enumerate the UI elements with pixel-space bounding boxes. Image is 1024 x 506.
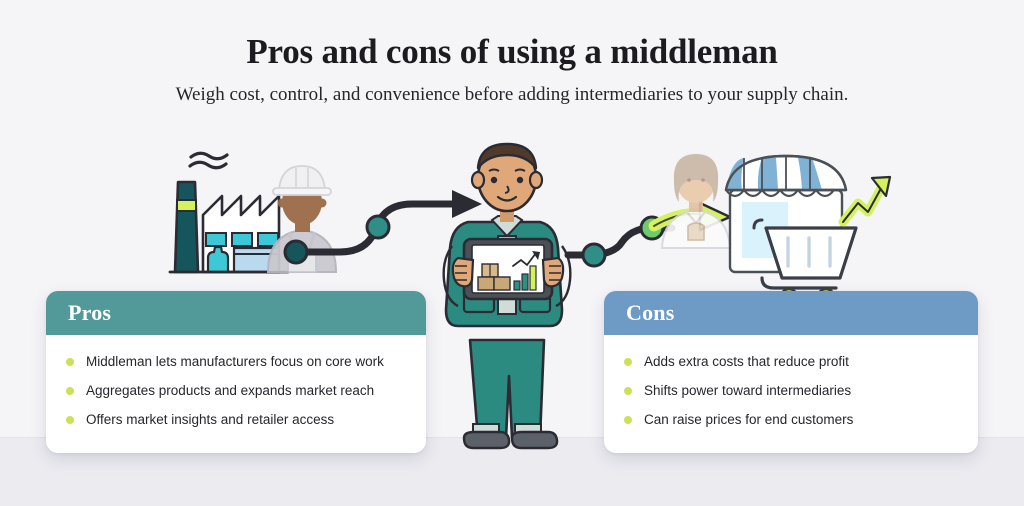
list-item: Can raise prices for end customers [624,406,958,435]
bullet-dot-icon [66,387,74,396]
pros-card-title: Pros [68,300,112,325]
factory-chimney [173,180,200,274]
retailer-person [660,154,732,249]
bullet-dot-icon [624,416,632,425]
supply-path-right [564,201,732,268]
path-node-mid-right [581,242,607,268]
pros-item-label: Offers market insights and retailer acce… [86,411,335,427]
list-item: Adds extra costs that reduce profit [624,348,958,377]
bullet-dot-icon [66,358,74,367]
cons-card-title: Cons [626,300,675,325]
cons-item-label: Shifts power toward intermediaries [644,382,852,398]
path-node-retail [639,215,665,241]
cons-card-header: Cons [604,291,978,335]
retail-storefront [724,154,848,274]
bullet-dot-icon [624,387,632,396]
middleman-person [442,142,572,450]
pros-card-header: Pros [46,291,426,335]
factory-worker [266,165,338,273]
supply-path-left [283,190,482,265]
page-title: Pros and cons of using a middleman [246,32,778,71]
smoke-icon [188,151,229,170]
header: Pros and cons of using a middleman Weigh… [0,32,1024,108]
pros-card-body: Middleman lets manufacturers focus on co… [46,335,426,445]
list-item: Shifts power toward intermediaries [624,377,958,406]
list-item: Middleman lets manufacturers focus on co… [66,348,406,377]
bullet-dot-icon [624,358,632,367]
cons-card-body: Adds extra costs that reduce profit Shif… [604,335,978,445]
path-node-origin [283,239,309,265]
cons-item-label: Can raise prices for end customers [644,411,854,427]
manufacturer-factory [168,151,290,274]
list-item: Aggregates products and expands market r… [66,377,406,406]
pros-item-label: Middleman lets manufacturers focus on co… [86,354,384,369]
path-node-mid [365,214,391,240]
page-subtitle: Weigh cost, control, and convenience bef… [175,84,849,106]
factory-building [201,194,281,274]
growth-trend-arrow [838,175,892,227]
list-item: Offers market insights and retailer acce… [66,406,406,435]
inventory-tablet [451,237,565,301]
pros-item-label: Aggregates products and expands market r… [86,382,375,398]
cons-item-label: Adds extra costs that reduce profit [644,354,849,369]
bullet-dot-icon [66,416,74,425]
pros-card: Pros Middleman lets manufacturers focus … [46,291,426,453]
cons-card: Cons Adds extra costs that reduce profit… [604,291,978,453]
awning-icon [724,154,848,198]
